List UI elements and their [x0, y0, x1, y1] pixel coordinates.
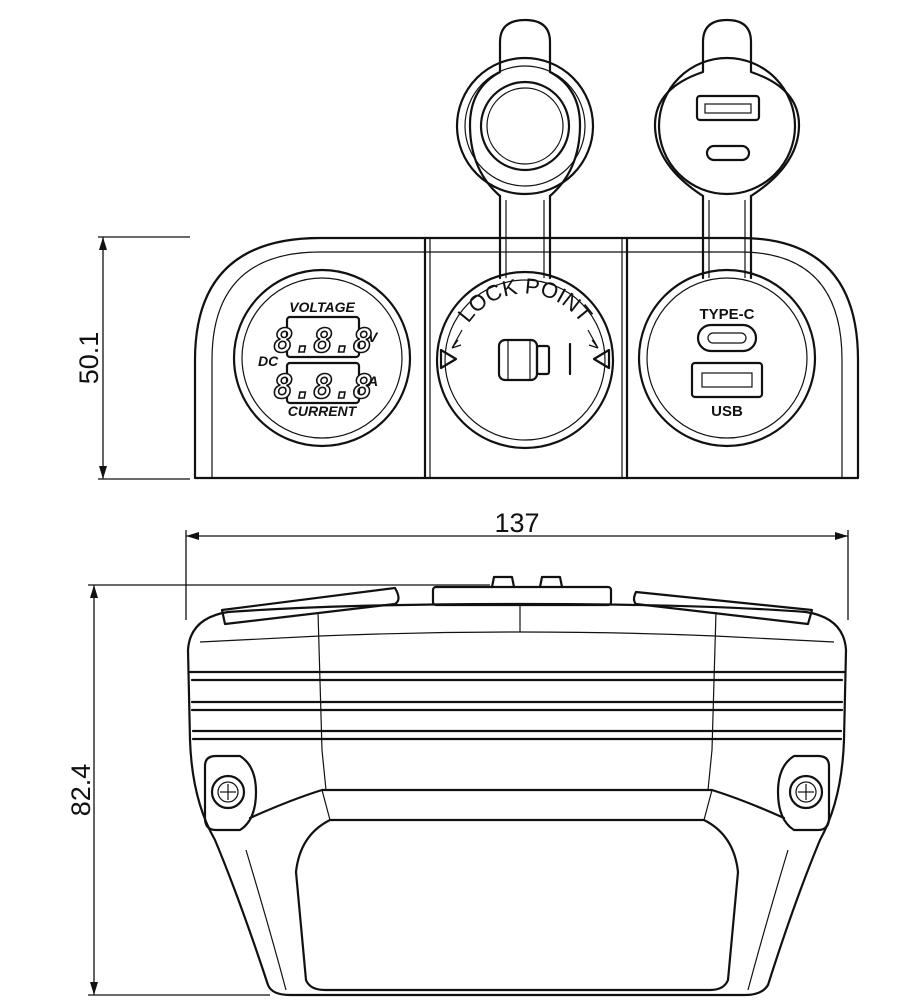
dim-height-value: 50.1	[74, 332, 104, 385]
usb-label: USB	[711, 403, 743, 420]
voltage-digits: 8.8.8	[273, 321, 372, 360]
socket-pin	[497, 338, 539, 382]
usb-cap	[653, 18, 801, 198]
volt-unit: V	[368, 329, 379, 345]
voltage-display	[285, 315, 361, 359]
dim-width-value: 137	[494, 508, 539, 538]
front-housing-outline	[193, 236, 860, 480]
current-digits: 8.8.8	[273, 367, 372, 406]
screw-boss-right	[776, 754, 831, 832]
lock-cap-strap	[498, 194, 552, 280]
dimension-height: 50.1	[74, 236, 190, 480]
arrow-left-icon	[451, 329, 463, 349]
lock-triangle-right-icon	[592, 348, 611, 370]
lock-point-label: LOCK POINT	[453, 273, 598, 326]
lock-triangle-left-icon	[439, 348, 458, 370]
voltmeter-gauge: VOLTAGE CURRENT DC V A 8.8.8 8.8.8	[232, 268, 412, 448]
lock-point-cap	[455, 18, 595, 198]
lock-point-socket: LOCK POINT	[435, 194, 615, 450]
amp-unit: A	[367, 373, 378, 389]
arrow-right-icon	[587, 329, 599, 349]
housing-ribs	[188, 670, 846, 741]
dim-depth-value: 82.4	[66, 764, 96, 817]
current-label: CURRENT	[288, 403, 358, 419]
front-view: VOLTAGE CURRENT DC V A 8.8.8 8.8.8 LOCK …	[74, 18, 860, 480]
cap-top-center	[431, 585, 613, 607]
type-c-port	[696, 323, 758, 353]
top-view: 137	[66, 508, 849, 997]
dimension-width: 137	[185, 508, 849, 620]
usb-socket: TYPE-C USB	[637, 194, 817, 448]
cap-top-right	[632, 590, 814, 626]
screw-boss-left	[203, 754, 258, 832]
dimension-depth: 82.4	[66, 584, 490, 996]
top-housing-outline	[186, 602, 848, 997]
voltage-label: VOLTAGE	[289, 299, 355, 315]
type-c-label: TYPE-C	[699, 306, 754, 323]
cap-top-left	[220, 586, 400, 626]
usb-a-port	[690, 361, 764, 399]
current-display	[285, 361, 361, 405]
lower-body-outline	[248, 788, 786, 820]
dc-label: DC	[258, 353, 279, 369]
